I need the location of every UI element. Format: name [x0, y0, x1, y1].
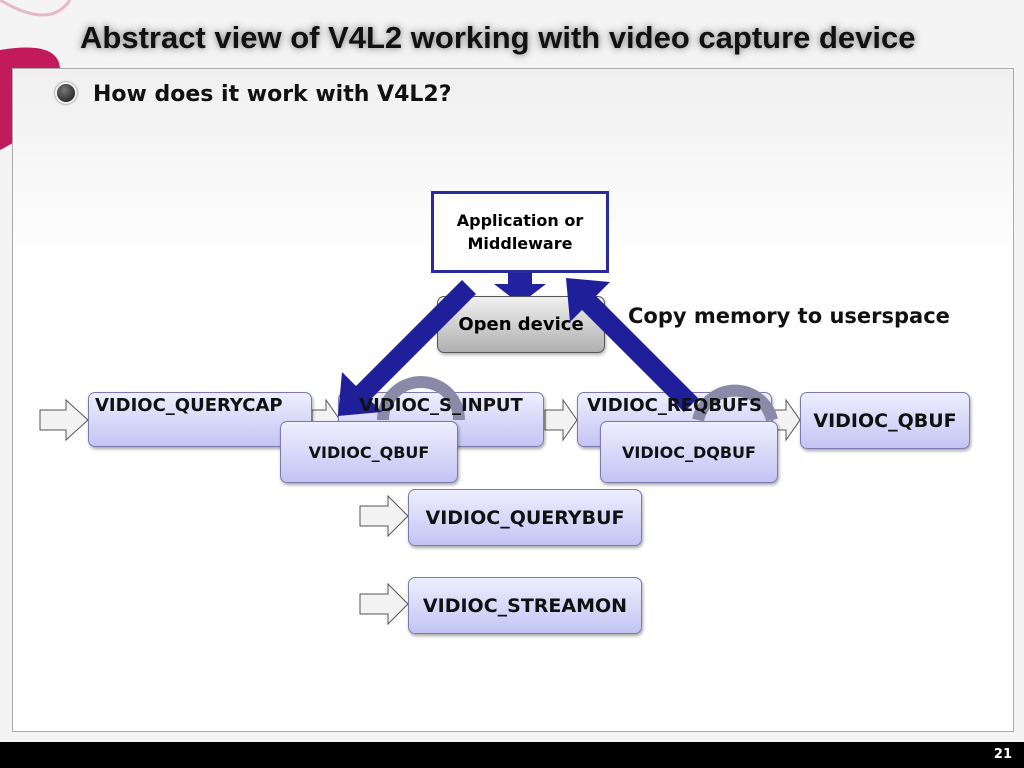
querycap-box: VIDIOC_QUERYCAP [95, 395, 283, 416]
flow-arrow-icon [39, 398, 89, 442]
big-arrow-to-qbuf-icon [338, 280, 476, 416]
slide-title: Abstract view of V4L2 working with video… [80, 20, 916, 55]
loop-arrow-icon [692, 384, 778, 422]
footer-bar: 21 [0, 742, 1024, 768]
dqbuf-overlay-box: VIDIOC_DQBUF [600, 421, 778, 483]
qbuf-row-box: VIDIOC_QBUF [800, 392, 970, 449]
big-arrow-to-app-icon [566, 278, 698, 412]
page-number: 21 [993, 747, 1012, 762]
s-input-box: VIDIOC_S_INPUT [359, 395, 523, 416]
querycap-box-frame: VIDIOC_QUERYCAP [88, 392, 312, 447]
reqbufs-box: VIDIOC_REQBUFS [587, 395, 762, 416]
querybuf-box: VIDIOC_QUERYBUF [408, 489, 642, 546]
flow-arrow-icon [544, 398, 578, 442]
bullet-text: How does it work with V4L2? [93, 82, 452, 107]
copy-memory-label: Copy memory to userspace [628, 304, 950, 328]
app-label-line2: Middleware [467, 234, 573, 253]
bullet-icon [55, 82, 77, 104]
qbuf-overlay-box: VIDIOC_QBUF [280, 421, 458, 483]
streamon-box: VIDIOC_STREAMON [408, 577, 642, 634]
loop-arrow-icon [377, 376, 465, 421]
app-label-line1: Application or [456, 211, 584, 230]
flow-arrow-icon [359, 582, 409, 626]
flow-arrow-icon [359, 494, 409, 538]
application-box: Application or Middleware [431, 191, 609, 273]
down-arrow-icon [494, 272, 546, 304]
